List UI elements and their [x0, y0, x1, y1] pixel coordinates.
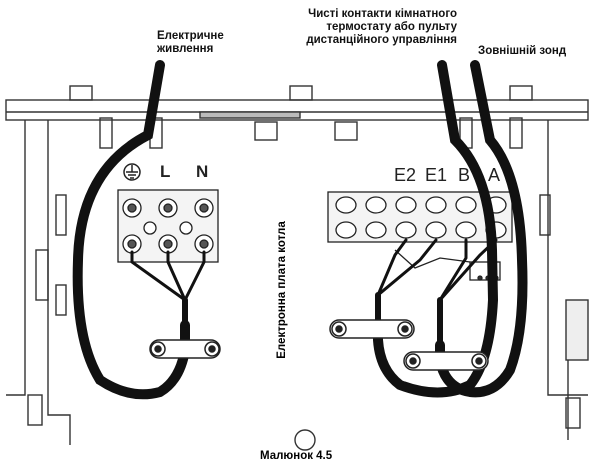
probe-cable-clamp [403, 351, 489, 371]
thermostat-label-line2: термостату або пульту [326, 21, 457, 33]
external-probe-label: Зовнішній зонд [478, 45, 567, 57]
terminal-l-label: L [160, 162, 171, 181]
thermostat-cable-clamp [329, 319, 415, 339]
probe-cable [435, 60, 528, 398]
terminal-a-label: A [488, 165, 501, 185]
thermostat-label-line3: дистанційного управління [306, 34, 457, 46]
power-cable [72, 60, 206, 400]
thermostat-contacts-label: Чисті контакти кімнатного термостату або… [306, 8, 457, 47]
ground-icon [123, 163, 141, 181]
power-supply-label: Електричне живлення [157, 30, 224, 56]
terminal-e1-label: E1 [425, 165, 448, 185]
power-cable-clamp [149, 339, 221, 359]
power-label-line2: живлення [157, 43, 214, 55]
board-label: Електронна плата котла [276, 221, 288, 359]
terminal-n-label: N [196, 162, 209, 181]
figure-caption: Малюнок 4.5 [260, 450, 333, 462]
power-label-line1: Електричне [157, 30, 224, 42]
thermostat-cable [373, 60, 499, 398]
thermostat-label-line1: Чисті контакти кімнатного [308, 8, 457, 20]
terminal-e2-label: E2 [394, 165, 417, 185]
boiler-housing [5, 85, 589, 451]
terminal-b-label: B [458, 165, 471, 185]
power-terminal-block [117, 189, 219, 263]
